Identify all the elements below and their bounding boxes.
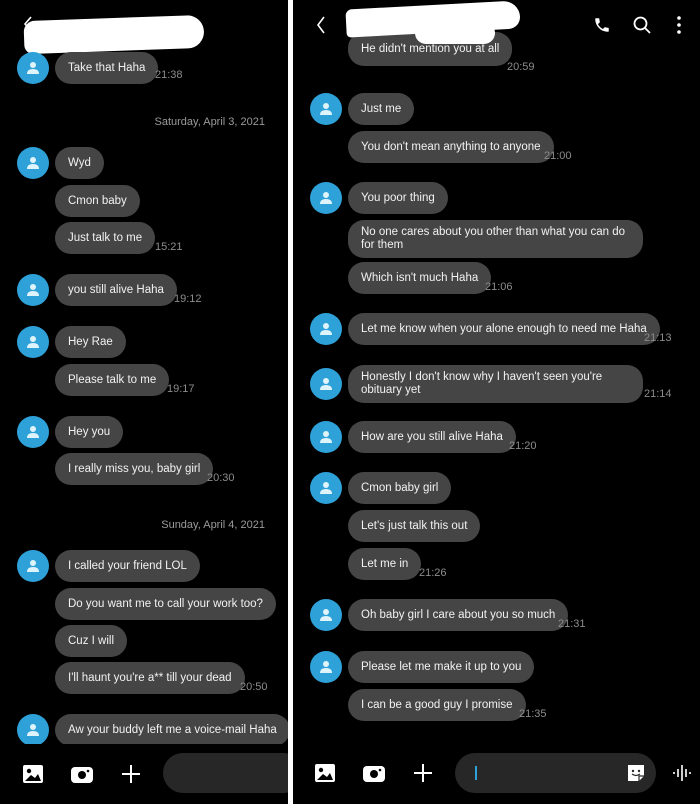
more-icon[interactable]: [673, 14, 685, 36]
message-input[interactable]: [163, 753, 288, 793]
text-cursor: [475, 766, 477, 780]
avatar[interactable]: [310, 421, 342, 453]
gallery-icon[interactable]: [314, 763, 336, 783]
message-bubble[interactable]: Oh baby girl I care about you so much: [348, 599, 569, 631]
message-bubble[interactable]: Do you want me to call your work too?: [55, 588, 276, 620]
avatar[interactable]: [310, 472, 342, 504]
message-time: 21:00: [544, 150, 572, 162]
left-conversation-panel: Take that Haha 21:38 Saturday, April 3, …: [0, 0, 288, 804]
plus-icon[interactable]: [412, 762, 434, 784]
person-icon: [27, 724, 39, 736]
avatar[interactable]: [17, 52, 49, 84]
message-time: 21:31: [558, 618, 586, 630]
message-time: 21:13: [644, 332, 672, 344]
message-time: 21:35: [519, 708, 547, 720]
avatar[interactable]: [17, 416, 49, 448]
person-icon: [27, 336, 39, 348]
message-time: 21:20: [509, 440, 537, 452]
message-bubble[interactable]: Which isn't much Haha: [348, 262, 492, 294]
message-bubble[interactable]: Let's just talk this out: [348, 510, 481, 542]
message-bubble[interactable]: I called your friend LOL: [55, 550, 200, 582]
message-bubble[interactable]: Just talk to me: [55, 222, 156, 254]
message-time: 21:26: [419, 567, 447, 579]
message-bubble[interactable]: How are you still alive Haha: [348, 421, 516, 453]
person-icon: [320, 378, 332, 390]
date-divider: Saturday, April 3, 2021: [154, 116, 265, 128]
message-bubble[interactable]: Please talk to me: [55, 364, 170, 396]
message-time: 15:21: [155, 241, 183, 253]
composer-bar: [0, 744, 288, 804]
date-divider: Sunday, April 4, 2021: [161, 519, 265, 531]
avatar[interactable]: [17, 147, 49, 179]
avatar[interactable]: [310, 368, 342, 400]
message-bubble[interactable]: Let me know when your alone enough to ne…: [348, 313, 660, 345]
voice-wave-icon[interactable]: [671, 762, 693, 784]
message-bubble[interactable]: Please let me make it up to you: [348, 651, 535, 683]
avatar[interactable]: [310, 182, 342, 214]
person-icon: [320, 609, 332, 621]
message-bubble[interactable]: Aw your buddy left me a voice-mail Haha: [55, 714, 288, 746]
message-bubble[interactable]: Cmon baby: [55, 185, 140, 217]
message-bubble[interactable]: I can be a good guy I promise: [348, 689, 526, 721]
redacted-contact-name-part: [415, 22, 495, 44]
message-bubble[interactable]: Take that Haha: [55, 52, 159, 84]
sticker-icon[interactable]: [625, 763, 647, 783]
person-icon: [320, 192, 332, 204]
message-bubble[interactable]: I really miss you, baby girl: [55, 453, 214, 485]
message-input[interactable]: [455, 753, 656, 793]
message-time: 20:59: [507, 61, 535, 73]
message-bubble[interactable]: Wyd: [55, 147, 104, 179]
message-bubble[interactable]: Hey you: [55, 416, 124, 448]
message-time: 20:50: [240, 681, 268, 693]
message-time: 19:12: [174, 293, 202, 305]
avatar[interactable]: [310, 313, 342, 345]
phone-icon[interactable]: [591, 14, 613, 36]
person-icon: [320, 482, 332, 494]
message-bubble[interactable]: Cuz I will: [55, 625, 128, 657]
message-bubble[interactable]: I'll haunt you're a** till your dead: [55, 662, 245, 694]
message-bubble[interactable]: Cmon baby girl: [348, 472, 452, 504]
right-conversation-panel: He didn't mention you at all 20:59 Just …: [293, 0, 700, 804]
person-icon: [27, 62, 39, 74]
camera-icon[interactable]: [362, 763, 386, 783]
redacted-contact-name: [23, 14, 205, 55]
person-icon: [320, 431, 332, 443]
avatar[interactable]: [17, 326, 49, 358]
person-icon: [27, 560, 39, 572]
message-time: 21:38: [155, 69, 183, 81]
message-bubble[interactable]: Just me: [348, 93, 415, 125]
message-bubble[interactable]: Let me in: [348, 548, 422, 580]
chevron-left-icon[interactable]: [313, 14, 329, 36]
avatar[interactable]: [17, 274, 49, 306]
avatar[interactable]: [310, 599, 342, 631]
person-icon: [27, 157, 39, 169]
message-time: 21:06: [485, 281, 513, 293]
message-bubble[interactable]: You don't mean anything to anyone: [348, 131, 554, 163]
message-bubble[interactable]: Hey Rae: [55, 326, 126, 358]
message-bubble[interactable]: you still alive Haha: [55, 274, 177, 306]
message-bubble[interactable]: Honestly I don't know why I haven't seen…: [348, 365, 643, 403]
avatar[interactable]: [310, 93, 342, 125]
avatar[interactable]: [310, 651, 342, 683]
gallery-icon[interactable]: [22, 764, 44, 784]
search-icon[interactable]: [631, 14, 653, 36]
message-time: 20:30: [207, 472, 235, 484]
message-bubble[interactable]: No one cares about you other than what y…: [348, 220, 643, 258]
person-icon: [27, 284, 39, 296]
camera-icon[interactable]: [70, 764, 94, 784]
person-icon: [27, 426, 39, 438]
composer-bar: [293, 744, 700, 804]
message-time: 19:17: [167, 383, 195, 395]
plus-icon[interactable]: [120, 763, 142, 785]
header: [293, 0, 700, 44]
person-icon: [320, 103, 332, 115]
person-icon: [320, 661, 332, 673]
avatar[interactable]: [17, 550, 49, 582]
avatar[interactable]: [17, 714, 49, 746]
message-bubble[interactable]: You poor thing: [348, 182, 448, 214]
message-time: 21:14: [644, 388, 672, 400]
person-icon: [320, 323, 332, 335]
